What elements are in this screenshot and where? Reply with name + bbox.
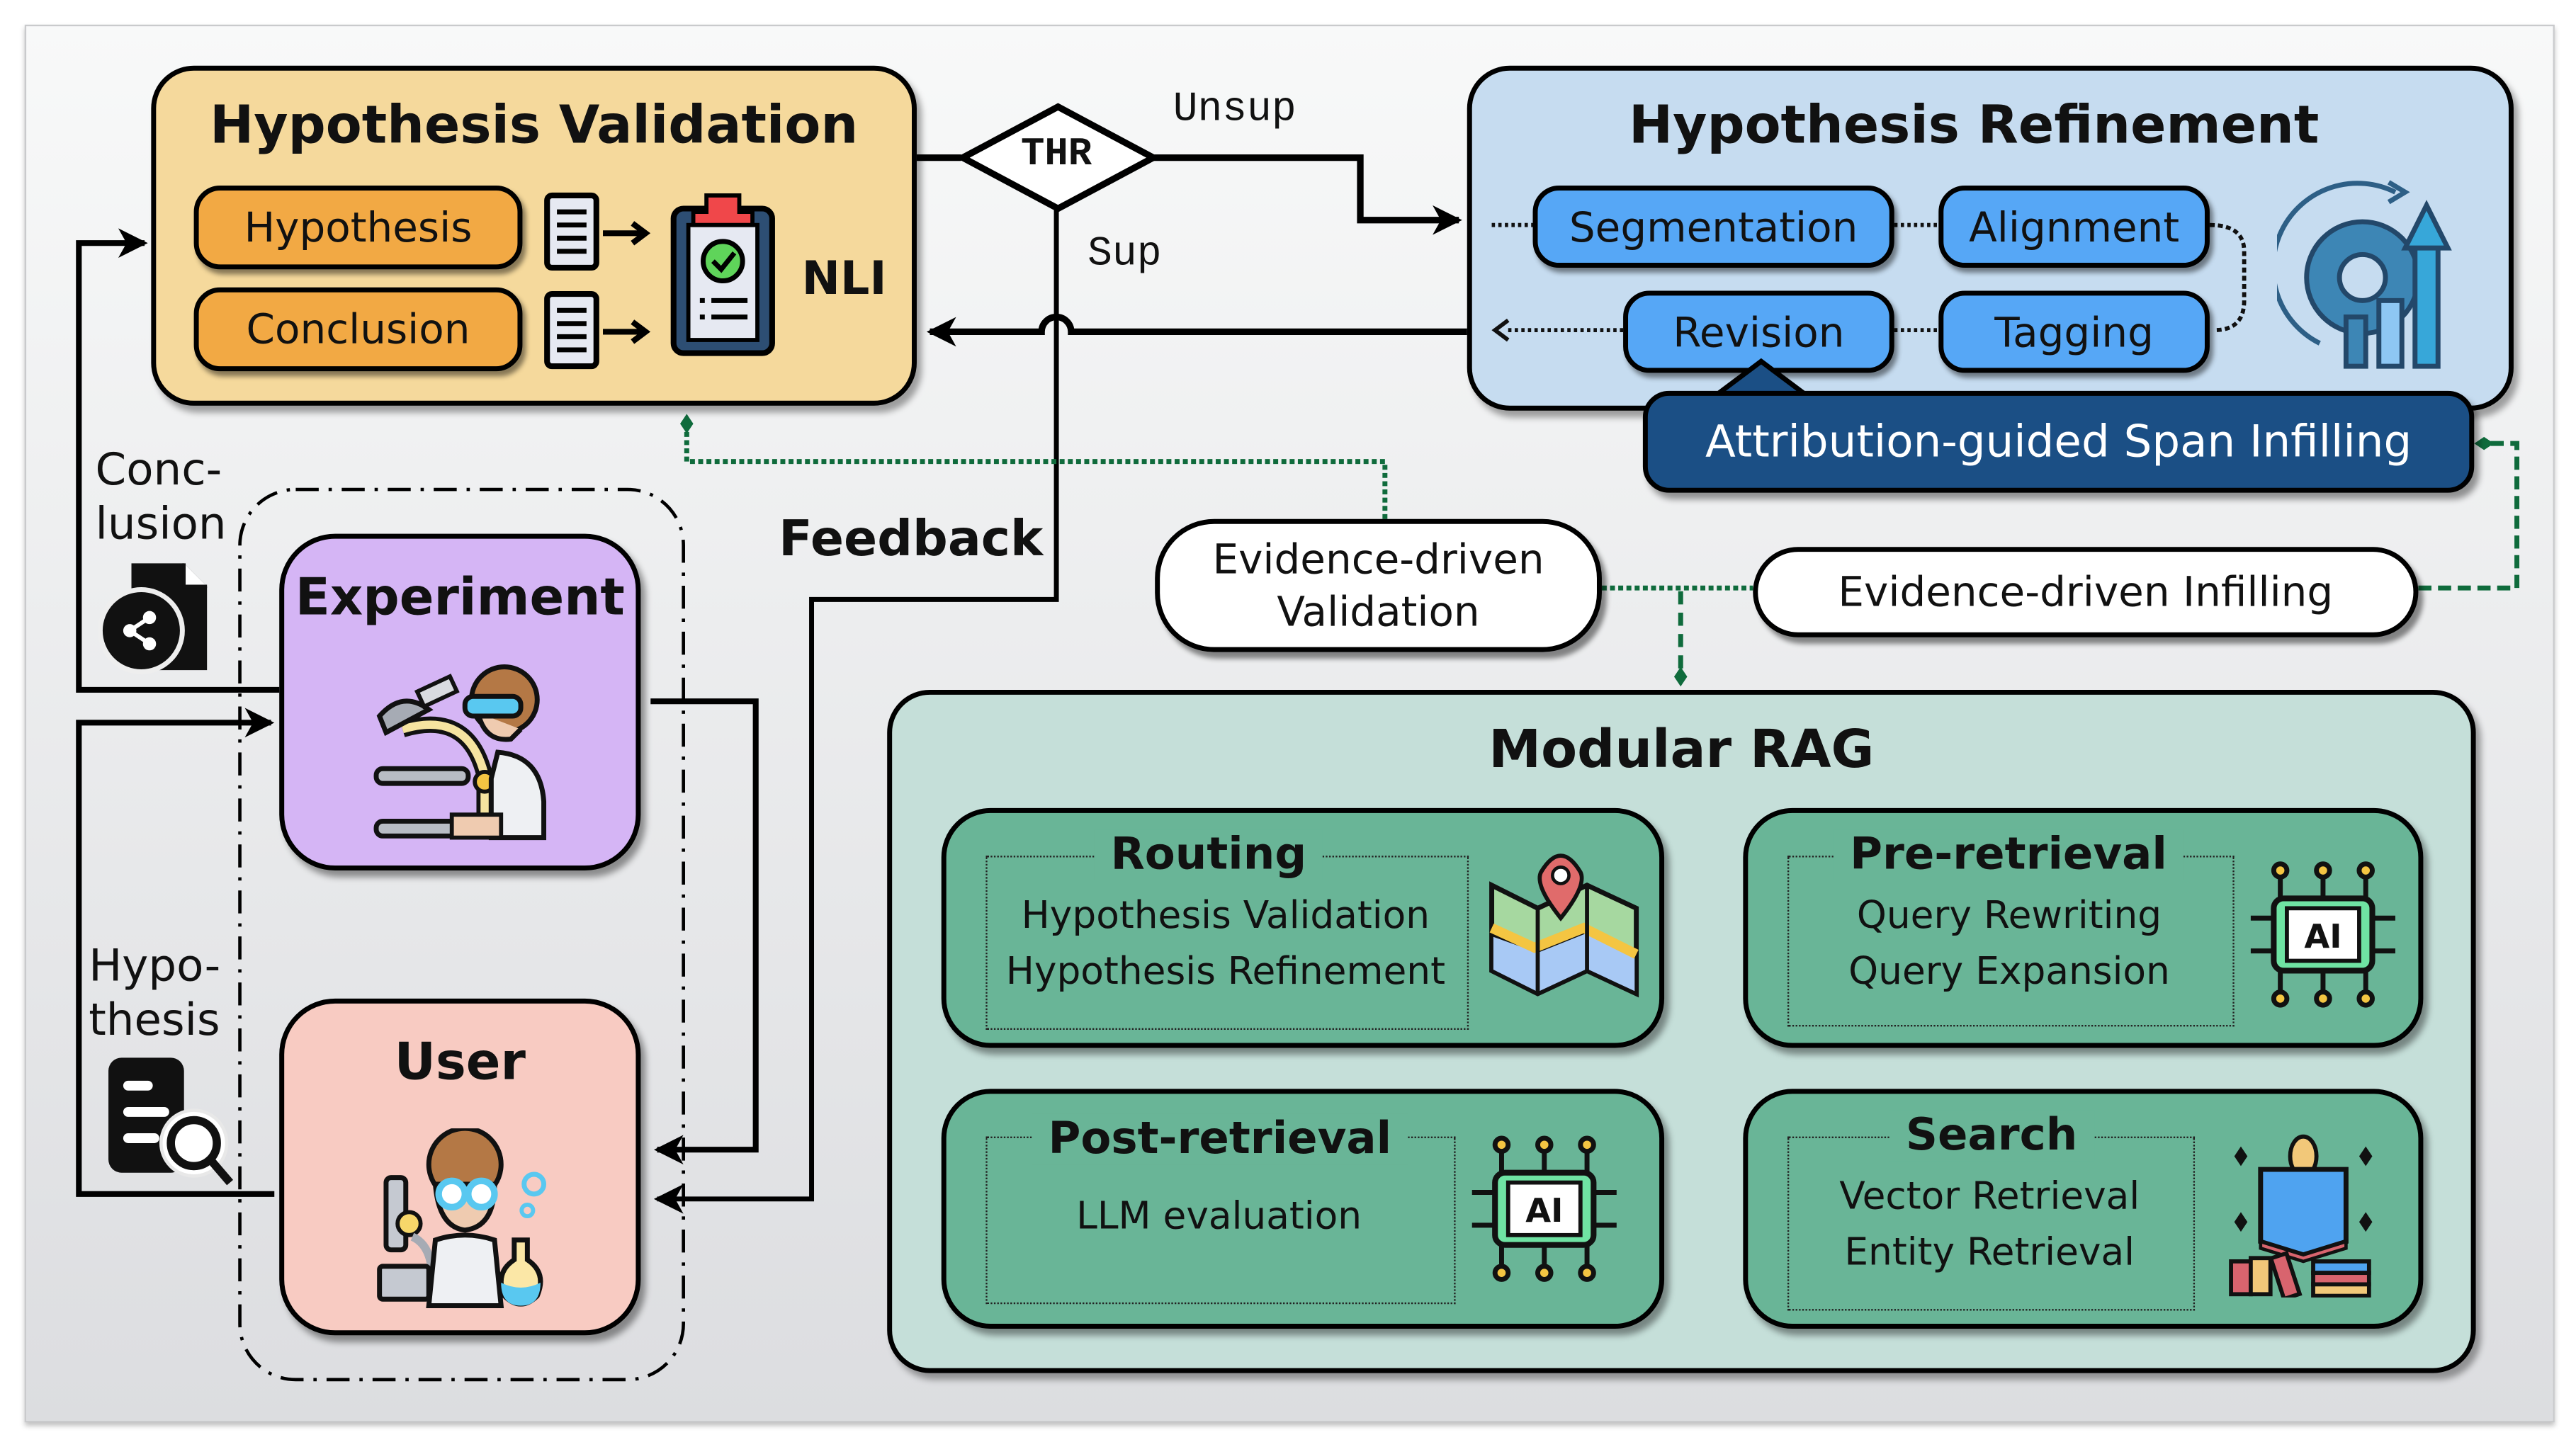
attribution-guided-span-infilling-banner: Attribution-guided Span Infilling: [1642, 390, 2475, 493]
sup-label: Sup: [1088, 229, 1162, 278]
evidence-driven-validation-pill: Evidence-driven Validation: [1155, 518, 1602, 652]
edge-refinement-to-validation: [926, 313, 1467, 347]
edge-user-to-experiment: [76, 708, 275, 1197]
hypothesis-label-line2: thesis: [89, 995, 220, 1047]
routing-line-2: Hypothesis Refinement: [1005, 951, 1446, 994]
experiment-box: Experiment: [279, 533, 641, 871]
threshold-label: THR: [1020, 132, 1092, 178]
hypothesis-side-label: Hypo- thesis: [89, 939, 220, 1048]
hypothesis-input-pill: Hypothesis: [193, 186, 523, 270]
evidence-driven-infilling-pill: Evidence-driven Infilling: [1753, 547, 2419, 637]
document-arrows-icon: [544, 192, 651, 370]
hypothesis-refinement-box: Hypothesis Refinement Segmentation Align…: [1467, 65, 2514, 411]
evidence-link-infilling: [2418, 436, 2520, 591]
post-retrieval-line-1: LLM evaluation: [1076, 1196, 1362, 1239]
conclusion-side-label: Conc- lusion: [95, 443, 226, 552]
refinement-title: Hypothesis Refinement: [1628, 93, 2320, 157]
module-pre-retrieval: Pre-retrieval Query Rewriting Query Expa…: [1743, 807, 2424, 1048]
hypothesis-label-line1: Hypo-: [89, 941, 221, 992]
share-document-icon: [98, 563, 208, 674]
routing-frame: [985, 856, 1469, 1030]
edge-experiment-to-user: [650, 698, 759, 1165]
conclusion-label-line2: lusion: [95, 499, 227, 550]
evidence-validation-line2: Validation: [1277, 587, 1480, 635]
search-frame: [1787, 1136, 2196, 1311]
gear-growth-icon: [2276, 180, 2452, 369]
step-tagging: Tagging: [1938, 290, 2210, 373]
chip-label: AI: [1525, 1191, 1563, 1230]
edge-unsup-to-refinement: [1153, 154, 1462, 235]
search-line-2: Entity Retrieval: [1844, 1232, 2135, 1275]
evidence-link-validation: [680, 414, 1388, 519]
step-segmentation: Segmentation: [1532, 186, 1894, 268]
book-idea-icon: [2229, 1134, 2373, 1298]
module-routing: Routing Hypothesis Validation Hypothesis…: [941, 807, 1665, 1048]
pre-retrieval-frame: [1787, 856, 2235, 1027]
conclusion-label-line1: Conc-: [95, 445, 222, 496]
validation-title: Hypothesis Validation: [210, 93, 859, 157]
experiment-title: Experiment: [295, 568, 625, 628]
ai-chip-icon: AI: [2250, 861, 2395, 1008]
ai-chip-icon: AI: [1471, 1135, 1617, 1282]
pre-retrieval-line-2: Query Expansion: [1848, 951, 2170, 994]
scientist-flask-icon: [377, 1128, 547, 1309]
search-line-1: Vector Retrieval: [1839, 1176, 2140, 1219]
module-title-post-retrieval: Post-retrieval: [1032, 1113, 1408, 1165]
edge-sup-feedback: [653, 210, 1059, 1214]
conclusion-input-pill: Conclusion: [193, 287, 523, 372]
unsup-label: Unsup: [1173, 85, 1297, 133]
edge-experiment-to-validation: [76, 228, 280, 693]
chip-label: AI: [2304, 917, 2341, 955]
user-box: User: [279, 998, 641, 1336]
module-title-pre-retrieval: Pre-retrieval: [1833, 829, 2184, 880]
module-title-routing: Routing: [1094, 829, 1323, 880]
modular-rag-box: Modular RAG Routing Hypothesis Validatio…: [887, 689, 2476, 1373]
document-search-icon: [108, 1057, 234, 1186]
scientist-microscope-icon: [373, 664, 547, 841]
clipboard-check-icon: [670, 193, 775, 356]
module-search: Search Vector Retrieval Entity Retrieval: [1743, 1089, 2424, 1329]
map-pin-icon: [1489, 853, 1639, 998]
document-icon: [544, 192, 599, 271]
refinement-flow-lines: [1491, 222, 2247, 342]
pre-retrieval-line-1: Query Rewriting: [1856, 895, 2162, 938]
threshold-diamond: [957, 103, 1158, 212]
rag-title: Modular RAG: [1488, 717, 1875, 781]
step-alignment: Alignment: [1938, 186, 2210, 268]
hypothesis-validation-box: Hypothesis Validation Hypothesis Conclus…: [151, 65, 917, 406]
feedback-label: Feedback: [779, 511, 1044, 569]
nli-label: NLI: [801, 251, 887, 306]
user-title: User: [394, 1033, 526, 1093]
routing-line-1: Hypothesis Validation: [1021, 895, 1430, 938]
evidence-validation-line1: Evidence-driven: [1212, 534, 1544, 583]
document-icon: [544, 291, 599, 370]
module-title-search: Search: [1889, 1110, 2094, 1162]
module-post-retrieval: Post-retrieval LLM evaluation AI: [941, 1089, 1665, 1329]
